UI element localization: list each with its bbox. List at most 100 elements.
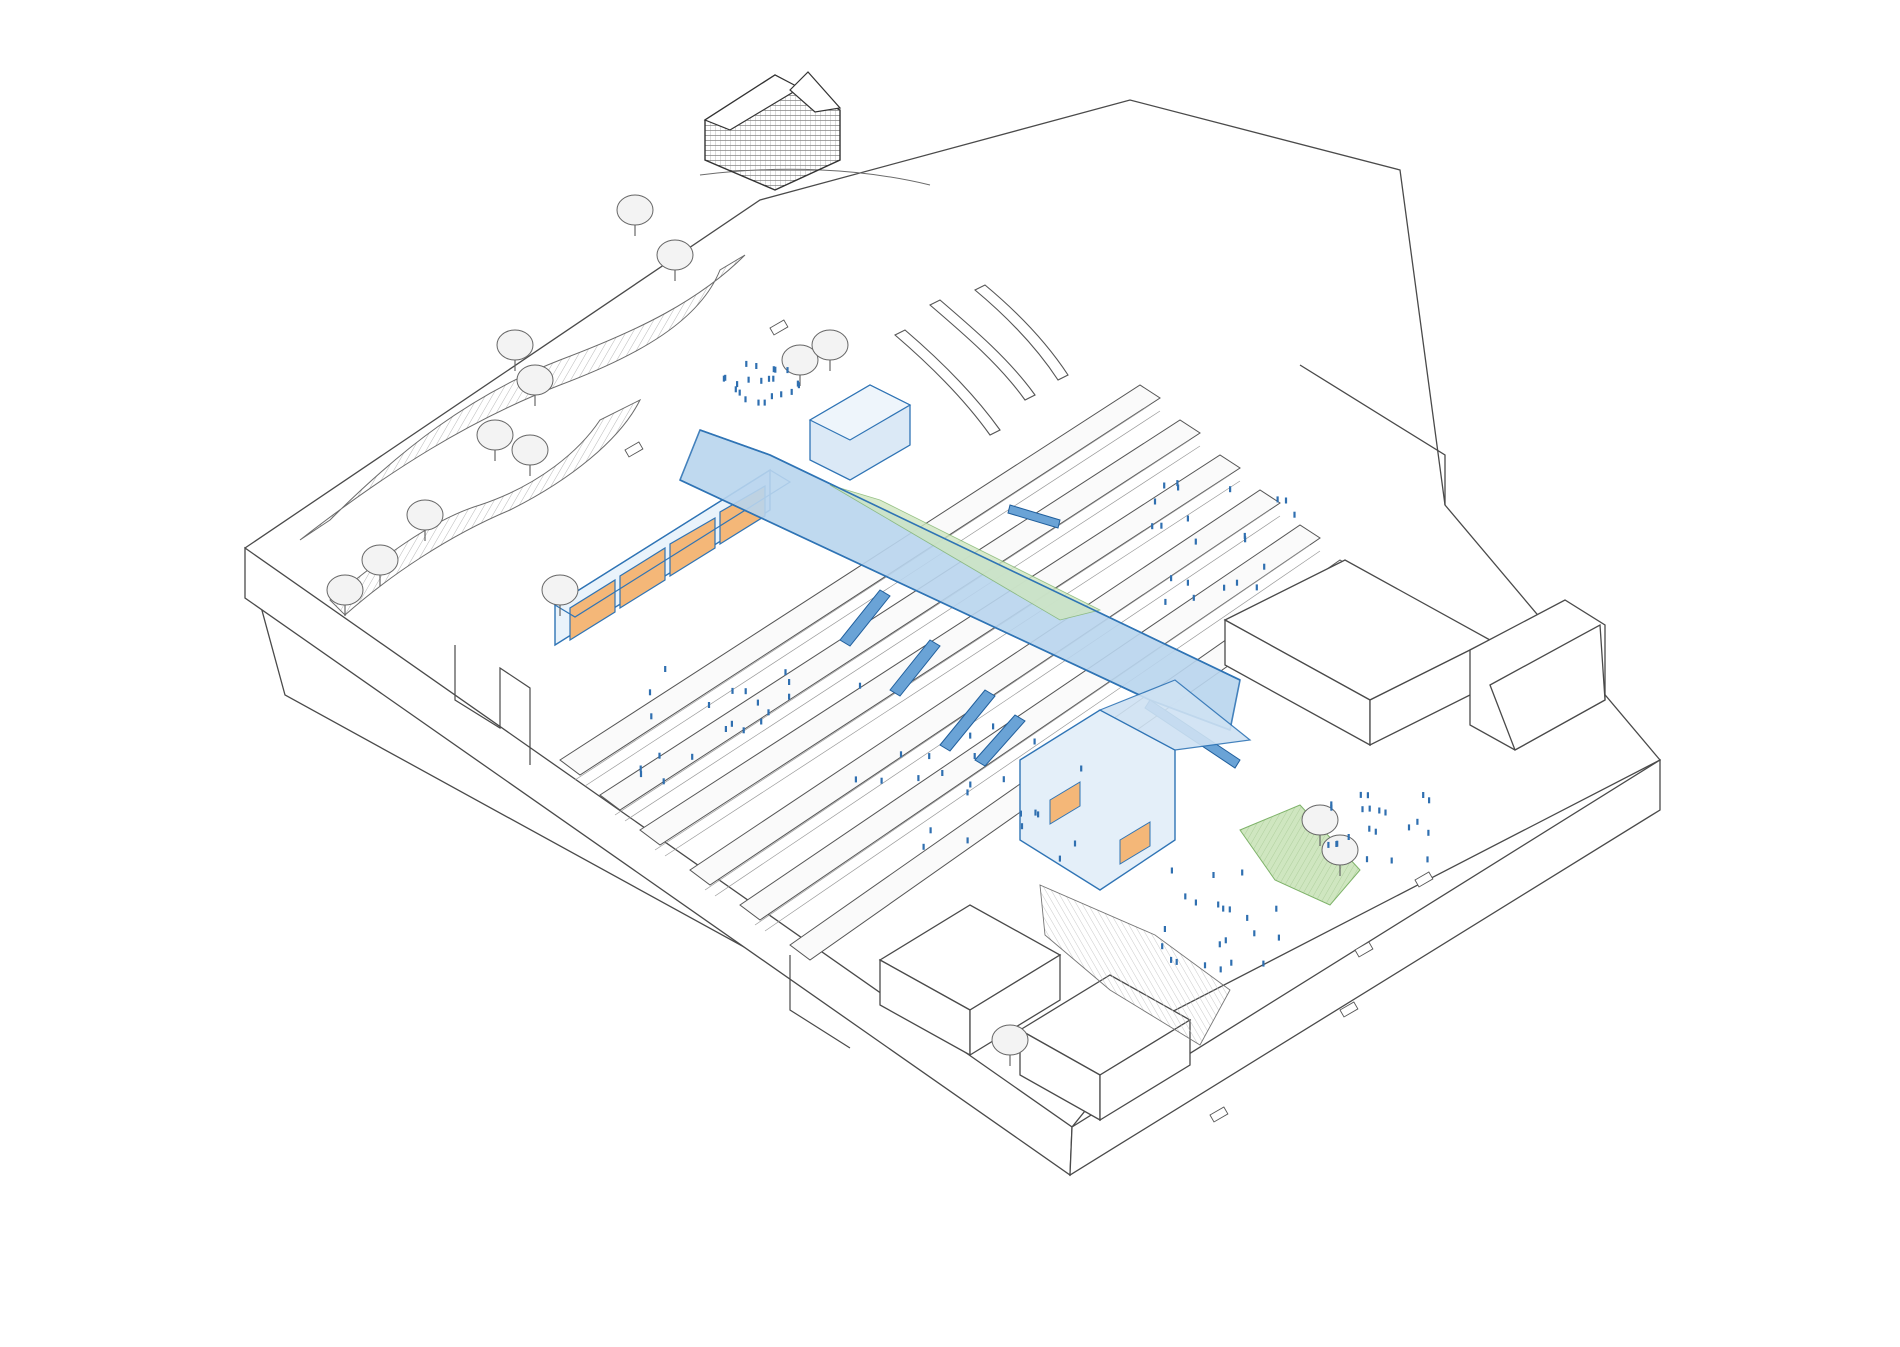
person-icon	[858, 682, 862, 689]
person-icon	[1230, 959, 1233, 966]
person-icon	[1170, 956, 1173, 963]
car-icon	[769, 319, 789, 336]
person-icon	[767, 375, 771, 382]
person-icon	[1160, 522, 1163, 529]
person-icon	[1194, 538, 1197, 545]
tree-icon	[1301, 804, 1339, 846]
person-icon	[1228, 906, 1231, 913]
person-icon	[1428, 797, 1431, 804]
person-icon	[966, 837, 969, 844]
person-icon	[1384, 809, 1387, 816]
person-icon	[1293, 511, 1296, 518]
tree-icon	[811, 329, 849, 371]
person-icon	[744, 688, 747, 695]
person-icon	[969, 781, 972, 788]
tree-icon	[496, 329, 534, 371]
person-icon	[941, 770, 944, 776]
person-icon	[780, 391, 783, 398]
person-icon	[1175, 958, 1178, 965]
car-icon	[1414, 871, 1434, 888]
person-icon	[731, 687, 734, 694]
person-icon	[1327, 841, 1330, 848]
person-icon	[662, 778, 665, 785]
site-notch-left	[454, 645, 531, 765]
person-icon	[1034, 809, 1037, 816]
tree-icon	[476, 419, 514, 461]
person-icon	[1058, 855, 1061, 862]
person-icon	[1229, 486, 1232, 493]
person-icon	[917, 775, 920, 782]
rail-tracks	[574, 404, 1321, 932]
person-icon	[742, 727, 745, 734]
person-icon	[1176, 480, 1179, 487]
person-icon	[1217, 901, 1220, 908]
trees	[326, 194, 1359, 1066]
person-icon	[784, 669, 787, 676]
escalator-icon	[1007, 504, 1061, 529]
person-icon	[1080, 765, 1083, 772]
dark-corner-building	[703, 71, 842, 191]
person-icon	[724, 726, 727, 732]
site-front-right-face	[1069, 758, 1661, 1177]
office-floor-3	[669, 516, 716, 578]
office-floor-2	[619, 546, 666, 610]
person-icon	[1186, 579, 1189, 586]
person-icon	[1153, 498, 1157, 505]
person-icon	[1253, 930, 1256, 937]
person-icon	[1002, 776, 1005, 783]
person-icon	[744, 396, 747, 403]
person-icon	[1390, 857, 1393, 864]
person-icon	[1222, 905, 1225, 912]
site-right-edge	[1299, 364, 1446, 505]
person-icon	[1203, 962, 1207, 969]
person-icon	[899, 751, 903, 758]
person-icon	[1276, 496, 1279, 503]
historic-station-hall	[1223, 559, 1606, 751]
person-icon	[1020, 823, 1024, 830]
person-icon	[736, 381, 739, 388]
person-icon	[790, 388, 793, 395]
person-icon	[1366, 792, 1369, 799]
person-icon	[1275, 905, 1278, 912]
person-icon	[774, 366, 777, 373]
person-icon	[763, 399, 766, 406]
escalator-icon	[839, 589, 891, 647]
person-icon	[1407, 824, 1411, 831]
person-icon	[1246, 914, 1249, 921]
tree-icon	[511, 434, 549, 476]
person-icon	[1212, 872, 1215, 878]
person-icon	[650, 713, 653, 720]
person-icon	[973, 753, 976, 759]
person-icon	[1186, 515, 1189, 522]
person-icon	[1347, 834, 1350, 840]
person-icon	[760, 718, 763, 725]
person-icon	[772, 366, 775, 373]
person-icon	[966, 789, 969, 796]
person-icon	[658, 752, 661, 759]
person-icon	[1170, 867, 1173, 874]
person-icon	[1223, 584, 1226, 591]
car-icon	[1209, 1106, 1229, 1123]
person-icon	[1426, 856, 1429, 863]
person-icon	[1163, 482, 1166, 489]
person-icon	[854, 776, 857, 783]
person-icon	[1277, 934, 1280, 941]
tree-icon	[406, 499, 444, 541]
station-entrance-building	[1019, 679, 1252, 891]
person-icon	[1033, 738, 1036, 745]
person-icon	[1163, 926, 1166, 932]
person-icon	[722, 375, 725, 382]
person-icon	[1235, 579, 1239, 586]
person-icon	[1284, 497, 1288, 504]
person-icon	[796, 380, 799, 387]
person-icon	[691, 753, 694, 760]
person-icon	[1374, 828, 1377, 835]
tree-icon	[991, 1024, 1029, 1066]
person-icon	[992, 723, 995, 730]
bus-bays	[894, 284, 1069, 436]
tree-icon	[1321, 834, 1359, 876]
person-icon	[929, 827, 932, 834]
person-icon	[757, 399, 760, 406]
person-icon	[772, 375, 775, 382]
person-icon	[767, 709, 770, 716]
